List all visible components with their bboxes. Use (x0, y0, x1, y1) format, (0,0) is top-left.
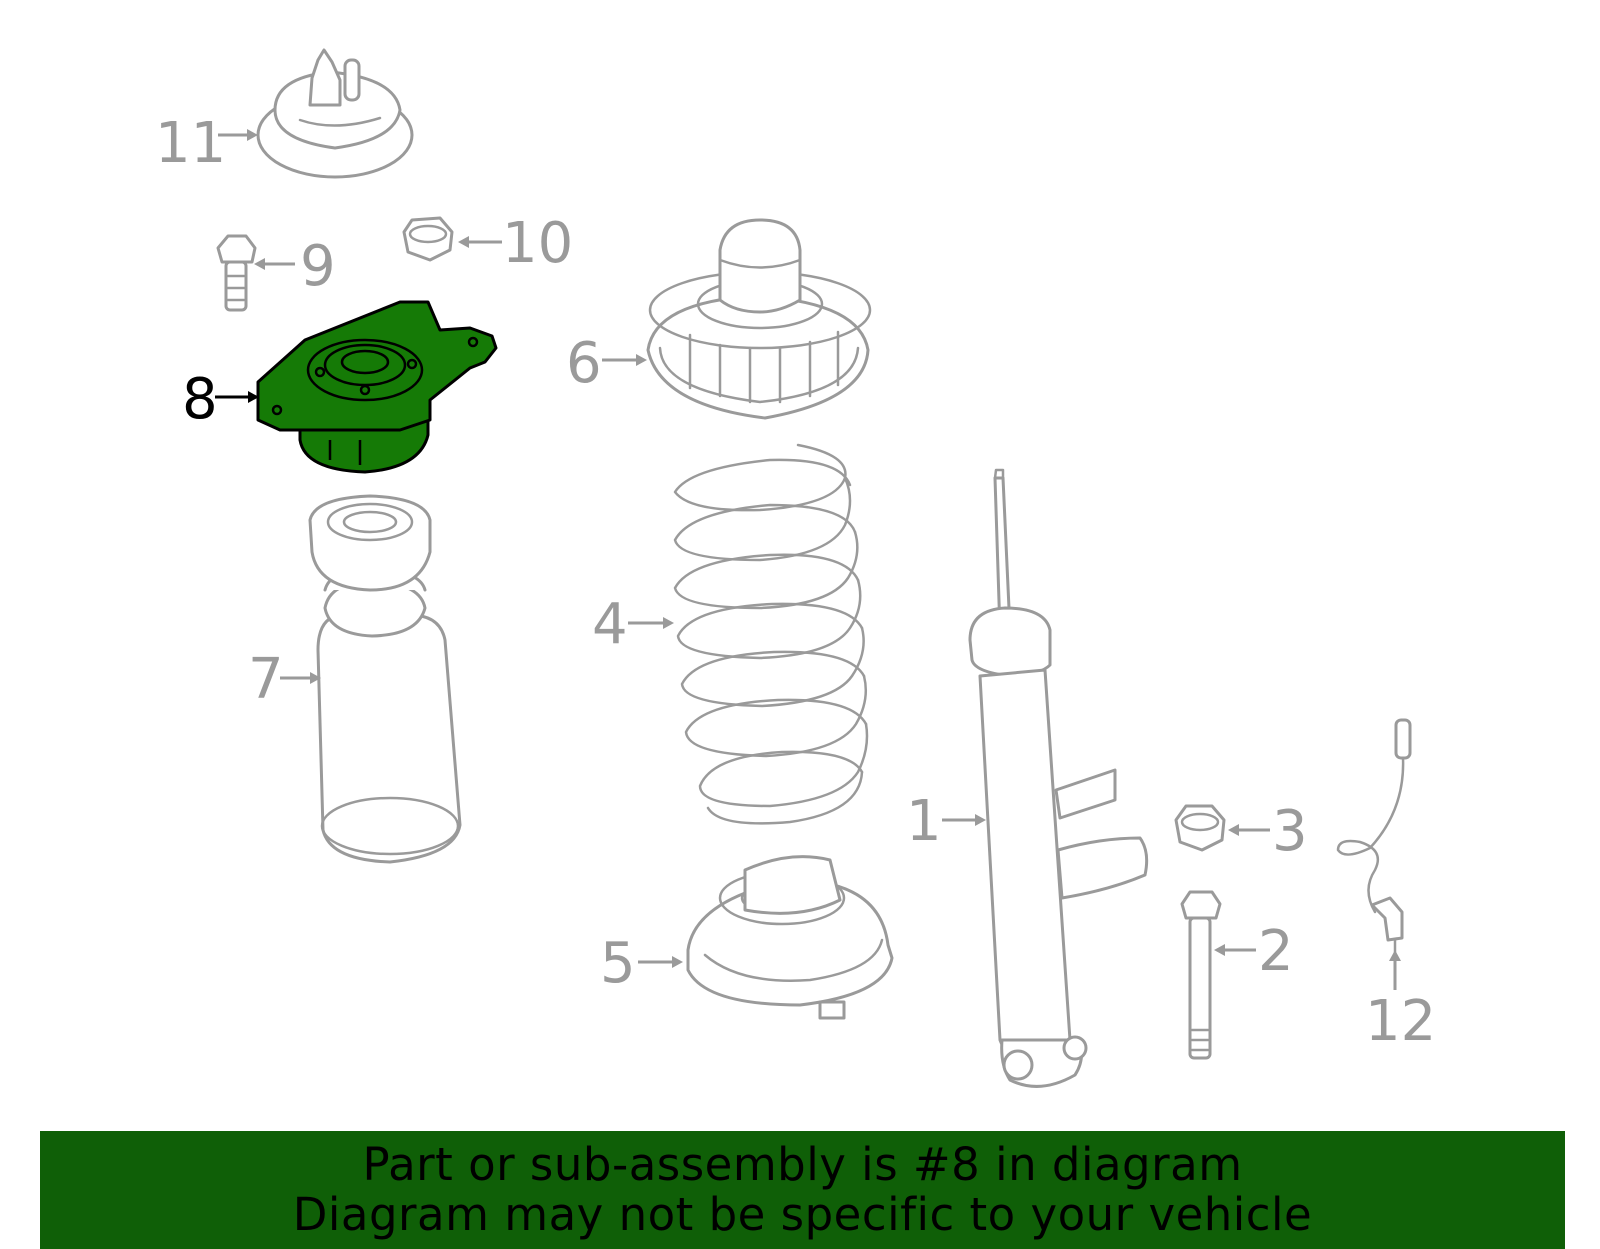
callout-7: 7 (248, 647, 284, 712)
part-6-upper-spring-seat[interactable] (646, 218, 872, 420)
banner-line-part: Part or sub-assembly is #8 in diagram (362, 1138, 1243, 1191)
part-5-lower-spring-seat[interactable] (686, 855, 894, 1020)
callout-6: 6 (566, 331, 602, 396)
part-2-long-bolt[interactable] (1180, 890, 1222, 1060)
callout-numbers: 11 9 10 8 6 4 7 5 1 3 2 12 (155, 111, 1436, 1054)
callout-11: 11 (155, 111, 226, 176)
part-11-mount-cap[interactable] (256, 48, 414, 179)
part-1-shock-absorber[interactable] (968, 468, 1149, 1088)
callout-9: 9 (300, 234, 336, 299)
part-7-bump-stop-boot[interactable] (308, 494, 462, 864)
suspension-exploded-diagram: 11 9 10 8 6 4 7 5 1 3 2 12 (155, 48, 1436, 1088)
banner-line-disclaimer: Diagram may not be specific to your vehi… (292, 1188, 1313, 1241)
callout-3: 3 (1272, 799, 1308, 864)
part-4-coil-spring[interactable] (673, 443, 869, 825)
part-3-nut[interactable] (1174, 804, 1226, 852)
callout-10: 10 (502, 211, 573, 276)
part-10-nut[interactable] (402, 216, 454, 262)
callout-1: 1 (906, 789, 942, 854)
part-12-wear-sensor[interactable] (1336, 718, 1412, 954)
callout-arrows (215, 129, 1401, 990)
callout-4: 4 (592, 592, 628, 657)
part-9-bolt[interactable] (216, 234, 257, 312)
callout-8: 8 (182, 367, 218, 432)
callout-5: 5 (600, 931, 636, 996)
part-8-mount-bracket[interactable] (256, 300, 498, 474)
callout-12: 12 (1365, 989, 1436, 1054)
callout-2: 2 (1258, 919, 1294, 984)
info-banner: Part or sub-assembly is #8 in diagram Di… (40, 1131, 1565, 1249)
